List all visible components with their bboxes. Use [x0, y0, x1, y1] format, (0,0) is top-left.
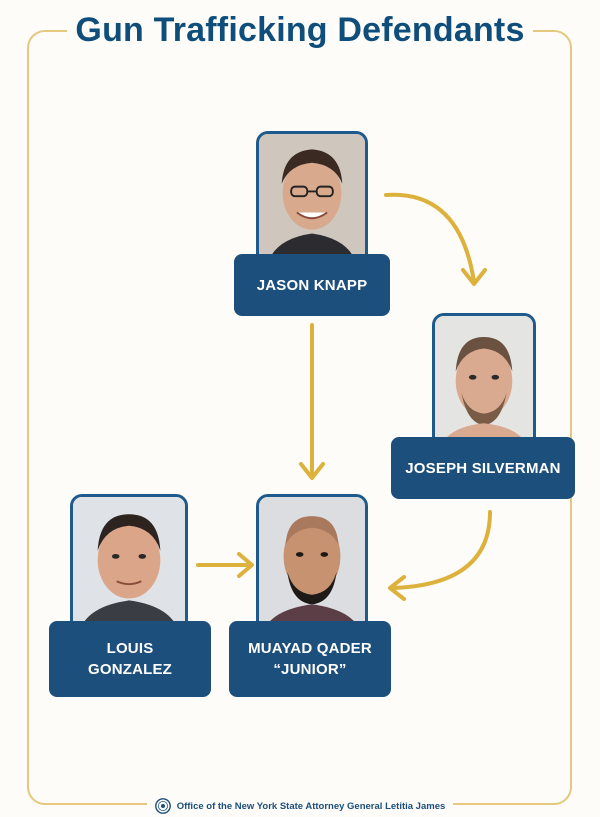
louis-gonzalez-name-line2: GONZALEZ	[87, 661, 173, 678]
person-silhouette-icon	[259, 497, 365, 633]
arrowhead-knapp-to-silverman	[461, 268, 487, 286]
person-silhouette-icon	[73, 497, 185, 633]
muayad-qader-photo	[256, 494, 368, 636]
jason-knapp-photo	[256, 131, 368, 271]
muayad-qader-name-line1: MUAYAD QADER	[248, 640, 372, 657]
joseph-silverman-photo	[432, 313, 536, 453]
muayad-qader-name-line2: “JUNIOR”	[273, 661, 347, 678]
footer: Office of the New York State Attorney Ge…	[0, 796, 600, 816]
footer-text: Office of the New York State Attorney Ge…	[176, 800, 446, 812]
jason-knapp-name-box: JASON KNAPP	[234, 254, 390, 316]
page-title: Gun Trafficking Defendants	[0, 8, 600, 52]
muayad-qader-name-box: MUAYAD QADER “JUNIOR”	[229, 621, 391, 697]
arrowhead-silverman-to-qader	[388, 575, 406, 601]
arrowhead-knapp-to-qader	[299, 462, 325, 480]
person-silhouette-icon	[435, 316, 533, 450]
joseph-silverman-name-box: JOSEPH SILVERMAN	[391, 437, 575, 499]
arrow-silverman-to-qader	[390, 510, 492, 590]
louis-gonzalez-name-box: LOUIS GONZALEZ	[49, 621, 211, 697]
arrowhead-gonzalez-to-qader	[237, 552, 254, 578]
louis-gonzalez-name-line1: LOUIS	[106, 640, 154, 657]
arrow-knapp-to-silverman	[384, 192, 476, 284]
person-silhouette-icon	[259, 134, 365, 268]
jason-knapp-name: JASON KNAPP	[256, 276, 368, 294]
ny-state-seal-icon	[154, 798, 171, 814]
louis-gonzalez-photo	[70, 494, 188, 636]
joseph-silverman-name: JOSEPH SILVERMAN	[405, 459, 561, 477]
